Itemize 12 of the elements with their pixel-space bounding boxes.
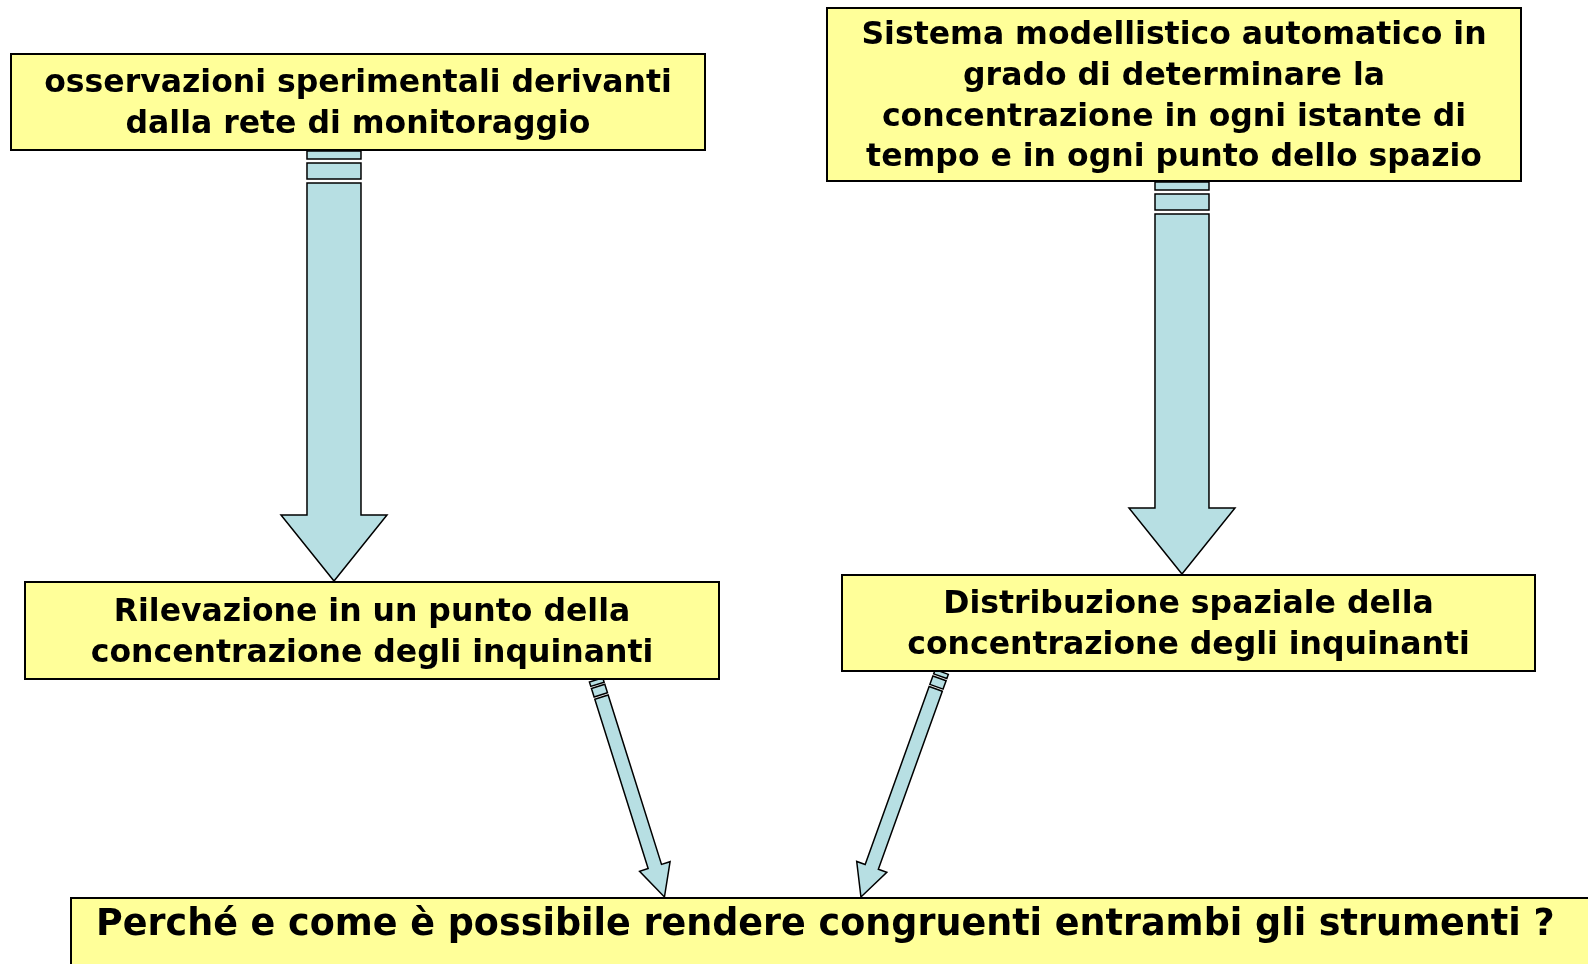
block-arrow	[279, 150, 389, 583]
box-text: Perché e come è possibile rendere congruenti entrambi gli strumenti ?	[96, 903, 1555, 944]
box-text: osservazioni sperimentali derivanti dalla rete di monitoraggio	[43, 62, 673, 142]
box-text: Rilevazione in un punto della concentrazione degli inquinanti	[89, 590, 655, 671]
text-box	[24, 581, 720, 680]
text-box	[841, 574, 1536, 672]
block-arrow	[1127, 181, 1237, 576]
text-box	[826, 7, 1522, 182]
text-box	[10, 53, 706, 151]
text-box	[70, 897, 1588, 964]
box-text: Sistema modellistico automatico in grado di determinare la concentrazione in ogni istante di tempo e in ogni punto dello spazio	[860, 13, 1488, 176]
box-text: Distribuzione spaziale della concentrazione degli inquinanti	[906, 583, 1471, 663]
